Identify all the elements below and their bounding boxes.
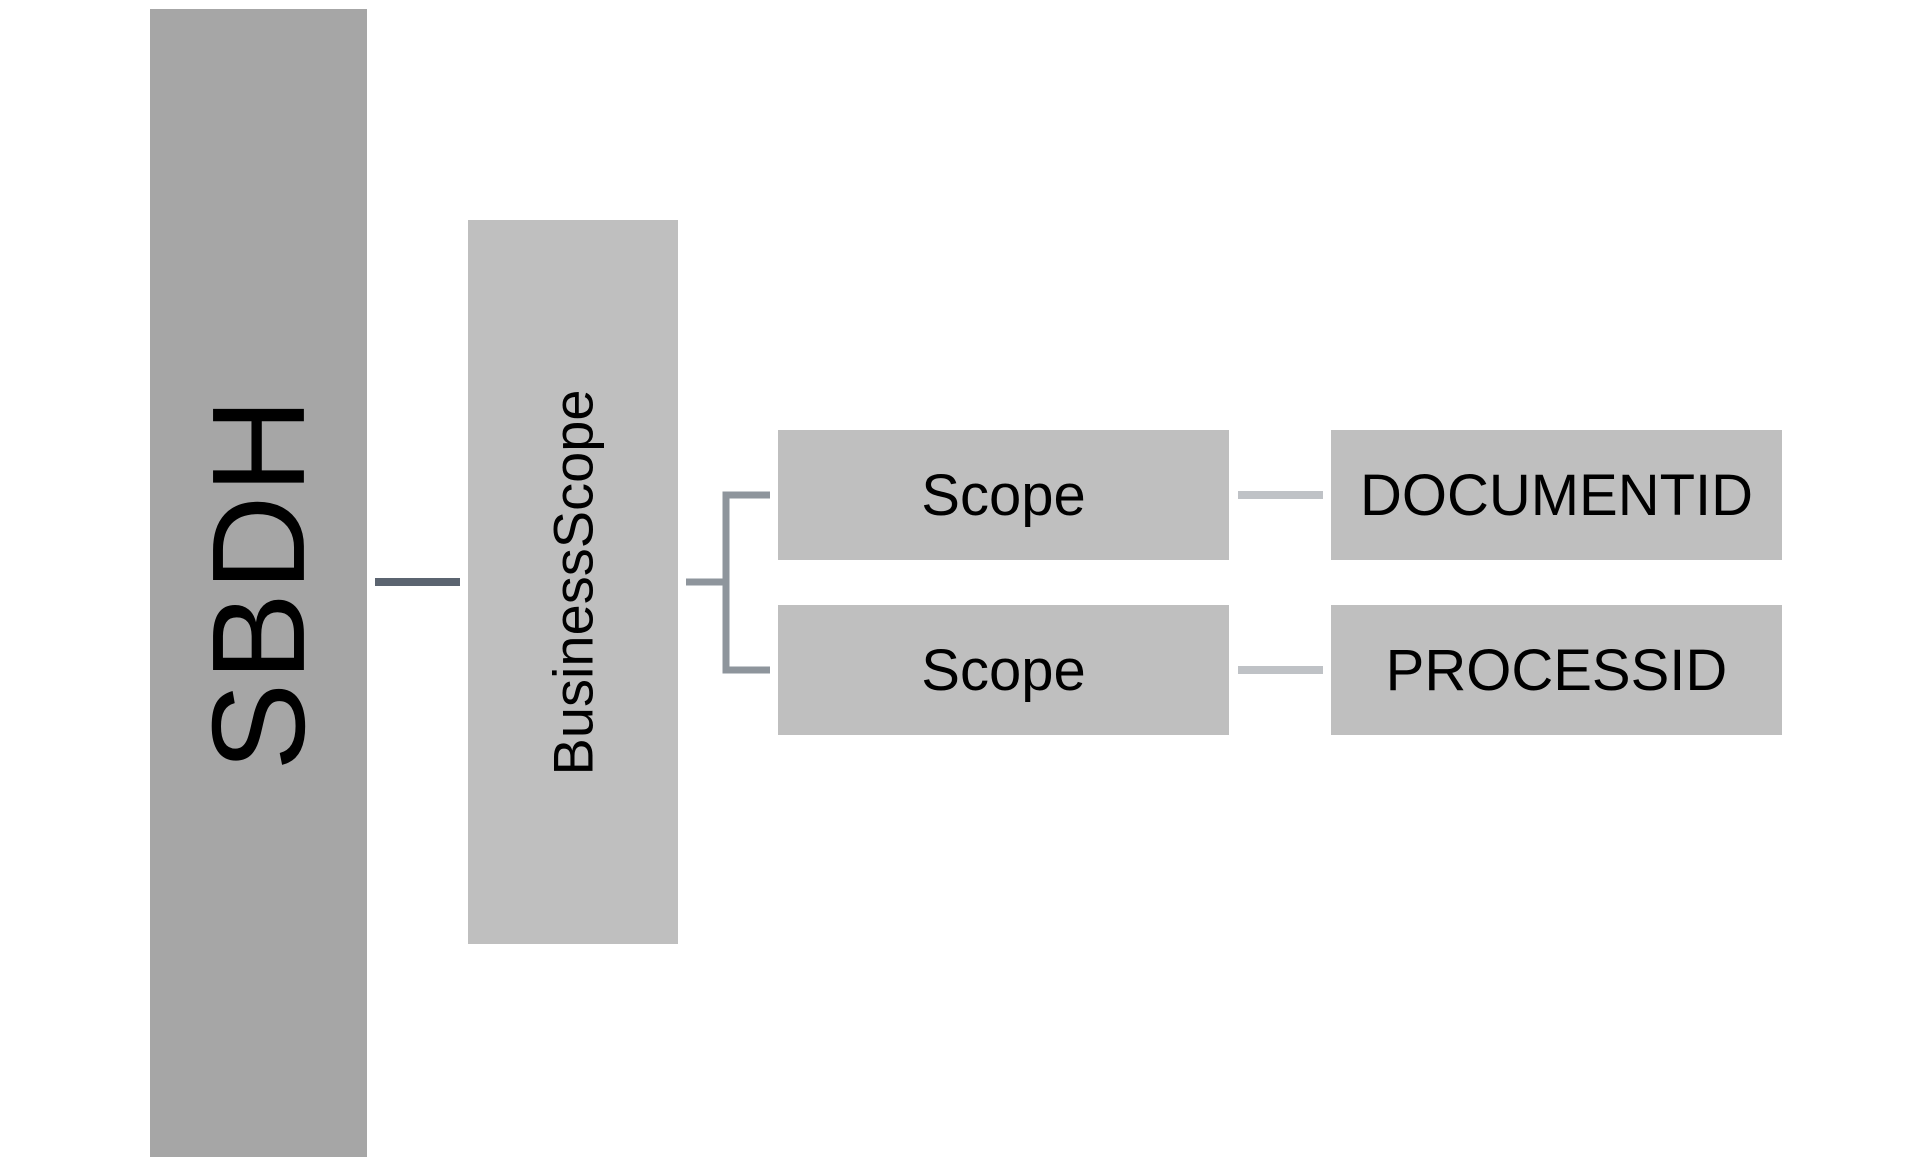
documentid-label: DOCUMENTID xyxy=(1359,462,1754,528)
sbdh-label: SBDH xyxy=(185,395,332,771)
scope-node-1: Scope xyxy=(778,430,1229,560)
businessscope-to-scopes-connector xyxy=(686,491,770,586)
businessscope-branch-lower xyxy=(722,582,770,674)
processid-node: PROCESSID xyxy=(1331,605,1782,735)
sbdh-node: SBDH xyxy=(150,9,367,1157)
scope-label-1: Scope xyxy=(921,462,1086,528)
businessscope-node: BusinessScope xyxy=(468,220,678,944)
scope-node-2: Scope xyxy=(778,605,1229,735)
scope-label-2: Scope xyxy=(921,637,1086,703)
businessscope-label: BusinessScope xyxy=(541,388,605,776)
processid-label: PROCESSID xyxy=(1385,637,1728,703)
documentid-node: DOCUMENTID xyxy=(1331,430,1782,560)
